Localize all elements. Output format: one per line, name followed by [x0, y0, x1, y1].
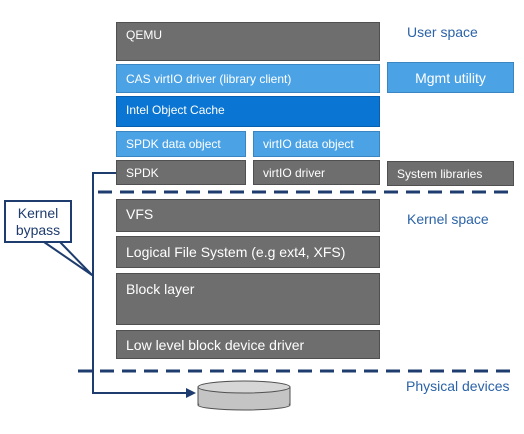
- intel-object-cache-box: Intel Object Cache: [116, 96, 380, 127]
- block-device-driver-label: Low level block device driver: [126, 336, 305, 353]
- mgmt-utility-box: Mgmt utility: [387, 62, 514, 93]
- qemu-label: QEMU: [126, 28, 162, 42]
- mgmt-utility-label: Mgmt utility: [415, 69, 486, 86]
- virtio-driver-box: virtIO driver: [253, 160, 380, 185]
- logical-file-system-box: Logical File System (e.g ext4, XFS): [116, 236, 380, 268]
- kernel-bypass-arrowhead: [186, 388, 196, 398]
- qemu-box: QEMU: [116, 22, 380, 61]
- spdk-box: SPDK: [116, 160, 246, 185]
- cas-virtio-driver-box: CAS virtIO driver (library client): [116, 64, 380, 93]
- block-layer-label: Block layer: [126, 281, 195, 297]
- logical-file-system-label: Logical File System (e.g ext4, XFS): [126, 244, 346, 260]
- disk-icon: [197, 380, 291, 411]
- kernel-bypass-line2: bypass: [15, 221, 61, 238]
- callout-pointer: [43, 241, 93, 276]
- virtio-data-object-box: virtIO data object: [253, 131, 380, 157]
- spdk-data-object-label: SPDK data object: [126, 137, 221, 151]
- vfs-box: VFS: [116, 199, 380, 232]
- vfs-label: VFS: [126, 206, 154, 222]
- virtio-data-object-label: virtIO data object: [263, 137, 354, 151]
- kernel-bypass-path: [92, 172, 190, 394]
- block-layer-box: Block layer: [116, 273, 380, 325]
- user-space-label: User space: [407, 24, 478, 40]
- kernel-bypass-callout: Kernel bypass: [4, 200, 72, 243]
- kernel-space-label: Kernel space: [407, 211, 489, 227]
- cas-virtio-driver-label: CAS virtIO driver (library client): [126, 71, 292, 86]
- system-libraries-box: System libraries: [387, 161, 514, 186]
- spdk-label: SPDK: [126, 165, 159, 180]
- intel-object-cache-label: Intel Object Cache: [126, 103, 225, 117]
- system-libraries-label: System libraries: [397, 166, 483, 181]
- virtio-driver-label: virtIO driver: [263, 165, 326, 180]
- spdk-data-object-box: SPDK data object: [116, 131, 246, 157]
- kernel-bypass-line1: Kernel: [17, 204, 59, 221]
- block-device-driver-box: Low level block device driver: [116, 330, 380, 359]
- physical-devices-label: Physical devices: [406, 378, 510, 394]
